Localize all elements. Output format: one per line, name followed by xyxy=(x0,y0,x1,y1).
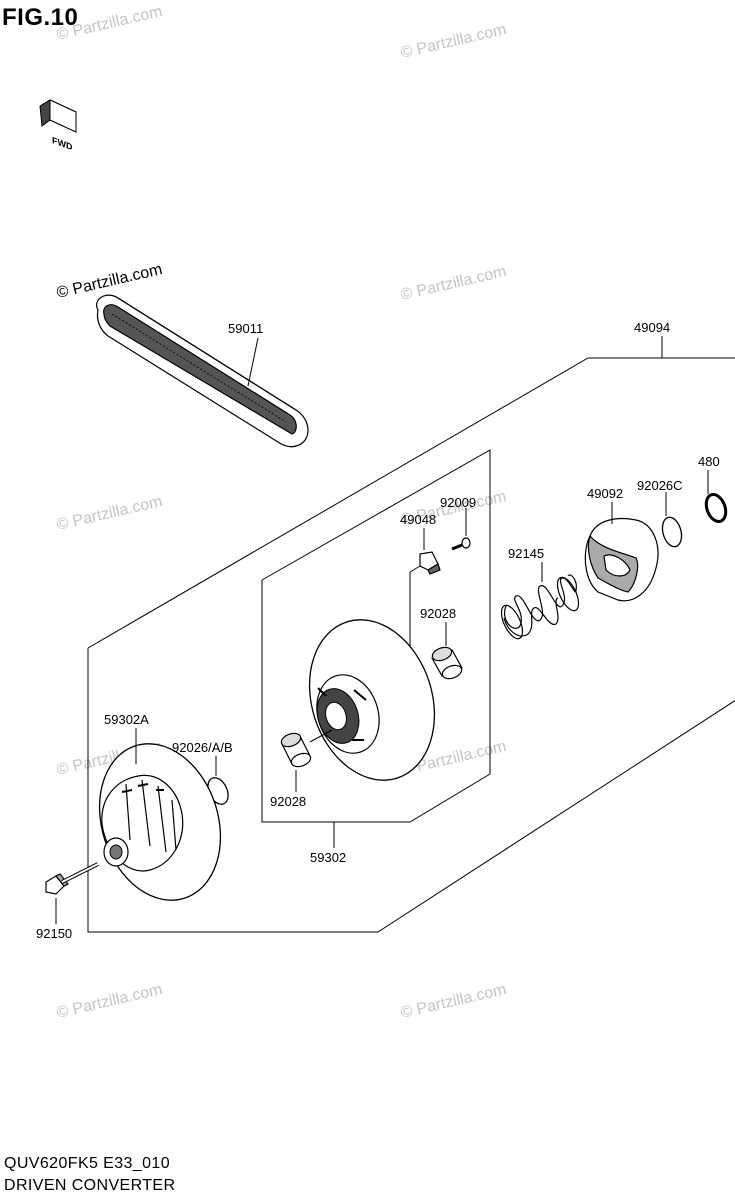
label-59302a: 59302A xyxy=(104,712,149,727)
fwd-label: FWD xyxy=(52,135,73,152)
watermark: © Partzilla.com xyxy=(55,3,164,44)
watermark: © Partzilla.com xyxy=(55,981,164,1022)
diagram-name: DRIVEN CONVERTER xyxy=(4,1177,176,1194)
pin-part xyxy=(451,508,471,551)
label-49048: 49048 xyxy=(400,512,436,527)
label-92028-lower: 92028 xyxy=(270,794,306,809)
movable-sheave-part xyxy=(308,619,436,781)
label-49094: 49094 xyxy=(634,320,670,335)
bolt-part xyxy=(45,862,99,924)
slider-part xyxy=(399,528,441,655)
model-code: QUV620FK5 E33_010 xyxy=(4,1155,171,1172)
label-59302: 59302 xyxy=(310,850,346,865)
fixed-sheave-part xyxy=(98,728,222,901)
bushing-lower-part xyxy=(280,729,333,792)
label-92145: 92145 xyxy=(508,546,544,561)
label-92026-abd: 92026/A/B xyxy=(172,740,233,755)
snap-ring-part xyxy=(704,470,728,524)
spring-part xyxy=(500,562,580,640)
label-92028-upper: 92028 xyxy=(420,606,456,621)
label-480: 480 xyxy=(698,454,720,469)
watermark: © Partzilla.com xyxy=(399,981,508,1022)
torque-cam-part xyxy=(584,502,659,602)
assembly-49094-outline xyxy=(87,336,735,933)
label-92026c: 92026C xyxy=(637,478,683,493)
sub-assembly-59302-outline xyxy=(261,449,491,848)
part-labels: 59011 49094 480 92026C 49092 92009 49048… xyxy=(36,320,720,941)
label-92009: 92009 xyxy=(440,495,476,510)
figure-title: FIG.10 xyxy=(2,4,79,31)
label-92150: 92150 xyxy=(36,926,72,941)
drive-belt-part xyxy=(96,294,309,448)
washer-c-part xyxy=(661,492,683,548)
watermark: © Partzilla.com xyxy=(55,493,164,534)
label-59011: 59011 xyxy=(228,321,263,336)
bushing-upper-part xyxy=(431,622,463,680)
watermark: © Partzilla.com xyxy=(399,263,508,304)
label-49092: 49092 xyxy=(587,486,623,501)
fwd-arrow-icon: FWD xyxy=(39,99,77,152)
watermark: © Partzilla.com xyxy=(399,21,508,62)
